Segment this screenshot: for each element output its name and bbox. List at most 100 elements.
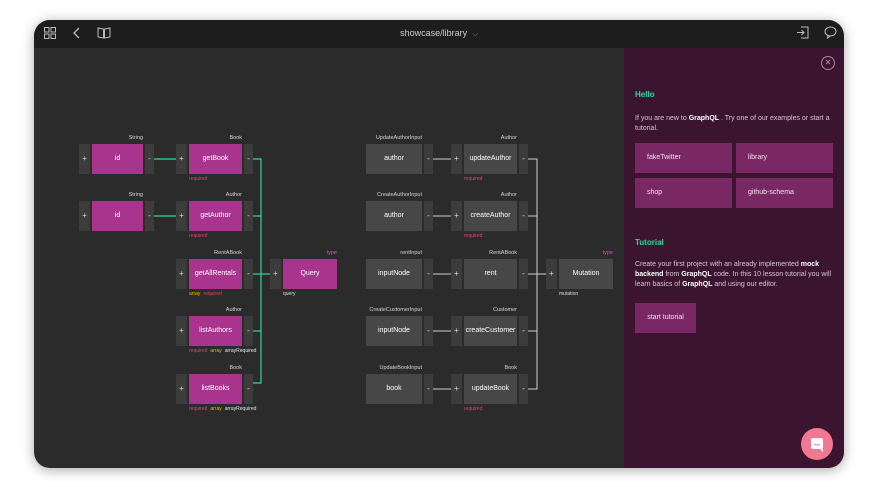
remove-field-button[interactable]: - bbox=[424, 316, 433, 346]
add-field-button[interactable]: + bbox=[451, 316, 462, 346]
arg-node-id-getbook[interactable]: String + id - bbox=[79, 135, 154, 174]
mutation-node-rent[interactable]: RentABook + rent - bbox=[451, 250, 528, 289]
example-shop-button[interactable]: shop bbox=[635, 178, 732, 208]
mutation-node-updateauthor[interactable]: Author + updateAuthor - required bbox=[451, 135, 528, 182]
add-field-button[interactable]: + bbox=[451, 374, 462, 404]
example-github-schema-button[interactable]: github-schema bbox=[736, 178, 833, 208]
node-label[interactable]: author bbox=[366, 201, 422, 231]
add-field-button[interactable]: + bbox=[176, 316, 187, 346]
project-title[interactable]: showcase/library ⌵ bbox=[34, 28, 844, 39]
tutorial-text-part: code. In this 10 lesson tutorial you wil… bbox=[635, 271, 832, 288]
node-label[interactable]: getAllRentals bbox=[189, 259, 242, 289]
node-label[interactable]: getAuthor bbox=[189, 201, 242, 231]
chevron-down-icon[interactable]: ⌵ bbox=[472, 31, 478, 38]
node-label[interactable]: inputNode bbox=[366, 316, 422, 346]
node-type-label: Author bbox=[225, 192, 242, 198]
node-label[interactable]: updateAuthor bbox=[464, 144, 517, 174]
mutation-node-updatebook[interactable]: Book + updateBook - required bbox=[451, 365, 528, 412]
mutation-node-createauthor[interactable]: Author + createAuthor - required bbox=[451, 192, 528, 239]
welcome-panel: ✕ Hello If you are new to GraphQL . Try … bbox=[624, 48, 844, 468]
mutation-root-node[interactable]: type + Mutation mutation bbox=[546, 250, 613, 297]
tag-required: required bbox=[464, 176, 483, 182]
add-field-button[interactable]: + bbox=[451, 201, 462, 231]
remove-field-button[interactable]: - bbox=[145, 144, 154, 174]
remove-field-button[interactable]: - bbox=[424, 374, 433, 404]
input-node-updatebookinput[interactable]: UpdateBookInput book - bbox=[366, 365, 433, 404]
mutation-node-createcustomer[interactable]: Customer + createCustomer - bbox=[451, 307, 528, 346]
node-label[interactable]: Mutation bbox=[559, 259, 613, 289]
node-label[interactable]: Query bbox=[283, 259, 337, 289]
project-path[interactable]: showcase/library bbox=[400, 28, 468, 38]
tutorial-text: Create your first project with an alread… bbox=[635, 260, 835, 290]
start-tutorial-button[interactable]: start tutorial bbox=[635, 303, 696, 333]
graph-canvas[interactable]: String + id - String + id - Book + getBo… bbox=[34, 48, 624, 468]
arg-node-id-getauthor[interactable]: String + id - bbox=[79, 192, 154, 231]
node-label[interactable]: book bbox=[366, 374, 422, 404]
input-node-createauthorinput[interactable]: CreateAuthorInput author - bbox=[366, 192, 433, 231]
add-field-button[interactable]: + bbox=[451, 144, 462, 174]
remove-field-button[interactable]: - bbox=[424, 259, 433, 289]
add-field-button[interactable]: + bbox=[546, 259, 557, 289]
query-node-getauthor[interactable]: Author + getAuthor - required bbox=[176, 192, 253, 239]
query-root-node[interactable]: type + Query query bbox=[270, 250, 337, 297]
back-icon[interactable] bbox=[72, 26, 82, 42]
add-field-button[interactable]: + bbox=[176, 144, 187, 174]
remove-field-button[interactable]: - bbox=[519, 201, 528, 231]
remove-field-button[interactable]: - bbox=[244, 201, 253, 231]
export-icon[interactable] bbox=[796, 26, 809, 42]
example-library-button[interactable]: library bbox=[736, 143, 833, 173]
add-field-button[interactable]: + bbox=[176, 201, 187, 231]
node-label[interactable]: listAuthors bbox=[189, 316, 242, 346]
add-field-button[interactable]: + bbox=[79, 144, 90, 174]
add-field-button[interactable]: + bbox=[79, 201, 90, 231]
tag-array-required: arrayRequired bbox=[224, 406, 257, 412]
chat-launcher-button[interactable] bbox=[801, 428, 833, 460]
remove-field-button[interactable]: - bbox=[244, 316, 253, 346]
connection-lines bbox=[154, 158, 546, 390]
remove-field-button[interactable]: - bbox=[519, 374, 528, 404]
node-label[interactable]: inputNode bbox=[366, 259, 422, 289]
node-label[interactable]: createCustomer bbox=[464, 316, 517, 346]
node-label[interactable]: id bbox=[92, 201, 143, 231]
book-icon[interactable] bbox=[97, 26, 111, 42]
remove-field-button[interactable]: - bbox=[244, 374, 253, 404]
query-node-getbook[interactable]: Book + getBook - required bbox=[176, 135, 253, 182]
node-kind-label: query bbox=[283, 291, 296, 297]
node-label[interactable]: createAuthor bbox=[464, 201, 517, 231]
node-label[interactable]: id bbox=[92, 144, 143, 174]
remove-field-button[interactable]: - bbox=[244, 144, 253, 174]
add-field-button[interactable]: + bbox=[270, 259, 281, 289]
node-label[interactable]: author bbox=[366, 144, 422, 174]
input-node-createcustomerinput[interactable]: CreateCustomerInput inputNode - bbox=[366, 307, 433, 346]
input-node-rentinput[interactable]: rentInput inputNode - bbox=[366, 250, 433, 289]
remove-field-button[interactable]: - bbox=[424, 201, 433, 231]
close-icon[interactable]: ✕ bbox=[821, 56, 835, 70]
remove-field-button[interactable]: - bbox=[424, 144, 433, 174]
grid-icon[interactable] bbox=[44, 26, 56, 42]
node-label[interactable]: getBook bbox=[189, 144, 242, 174]
node-type-label: Book bbox=[504, 365, 517, 371]
node-label[interactable]: listBooks bbox=[189, 374, 242, 404]
input-node-updateauthorinput[interactable]: UpdateAuthorInput author - bbox=[366, 135, 433, 174]
add-field-button[interactable]: + bbox=[451, 259, 462, 289]
remove-field-button[interactable]: - bbox=[145, 201, 154, 231]
remove-field-button[interactable]: - bbox=[519, 316, 528, 346]
hello-text: If you are new to GraphQL . Try one of o… bbox=[635, 114, 835, 134]
node-tags: mutation bbox=[559, 291, 578, 297]
add-field-button[interactable]: + bbox=[176, 259, 187, 289]
example-faketwitter-button[interactable]: fakeTwitter bbox=[635, 143, 732, 173]
node-label[interactable]: updateBook bbox=[464, 374, 517, 404]
chat-bubble-icon[interactable] bbox=[824, 26, 837, 42]
node-label[interactable]: rent bbox=[464, 259, 517, 289]
add-field-button[interactable]: + bbox=[176, 374, 187, 404]
remove-field-button[interactable]: - bbox=[519, 259, 528, 289]
remove-field-button[interactable]: - bbox=[519, 144, 528, 174]
tag-required: required bbox=[189, 176, 208, 182]
remove-field-button[interactable]: - bbox=[244, 259, 253, 289]
graphql-bold: GraphQL bbox=[682, 281, 713, 288]
node-type-label: Book bbox=[229, 365, 242, 371]
